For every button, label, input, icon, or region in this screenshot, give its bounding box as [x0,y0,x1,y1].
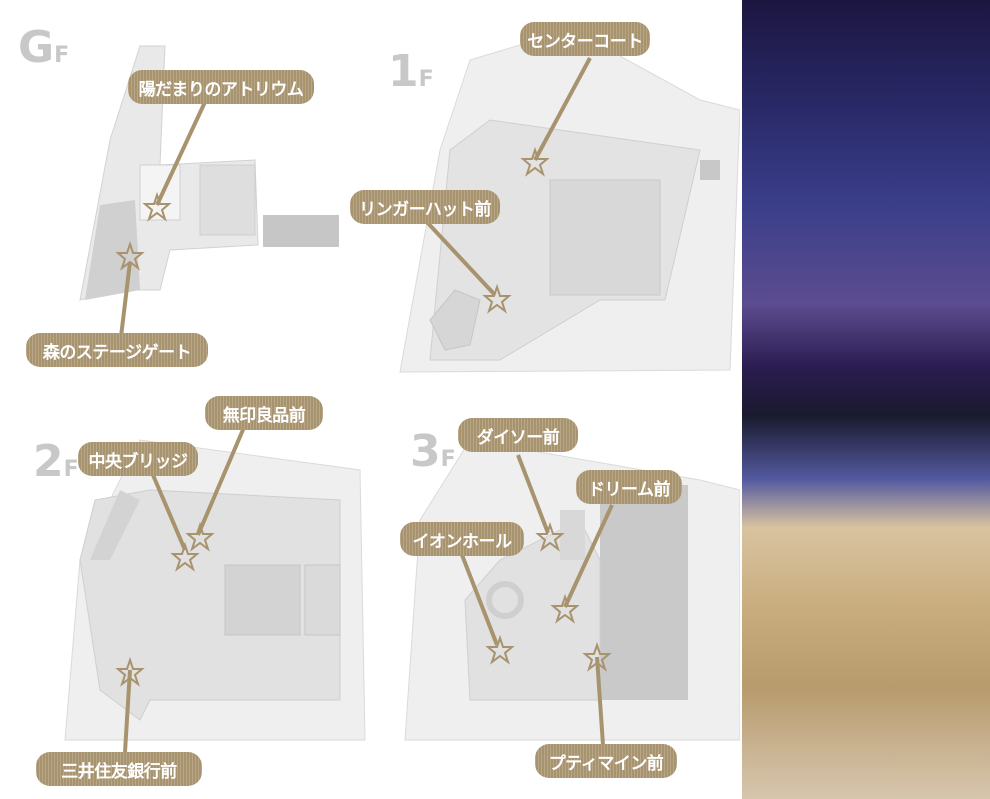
venue-photo [742,0,990,799]
floor-label-big: 1 [388,46,419,97]
star-marker [115,656,145,687]
floor-label-big: G [18,22,55,73]
floor-label-small: F [54,43,70,68]
gf-map [79,45,339,301]
star-marker [485,634,515,665]
callout-gf-atrium[interactable]: 陽だまりのアトリウム [128,70,314,104]
floor-label-small: F [418,67,434,92]
callout-1f-ringer-hut[interactable]: リンガーハット前 [350,190,500,224]
floor-label-2f: 2F [33,440,79,484]
callout-3f-aeon-hall[interactable]: イオンホール [400,522,524,556]
callout-3f-dream[interactable]: ドリーム前 [576,470,682,504]
star-marker [535,521,565,552]
stars [115,146,612,687]
floor-label-small: F [63,457,79,482]
callout-3f-daiso[interactable]: ダイソー前 [458,418,578,452]
star-marker [582,641,612,672]
floor-label-small: F [440,447,456,472]
floor-maps-panel: GF 1F 2F 3F 陽だまりのアトリウム 森のステージゲート センターコート… [18,22,740,786]
floor-label-1f: 1F [388,50,434,94]
star-marker [482,283,512,314]
floor-label-big: 2 [33,436,64,487]
1f-map [399,44,740,373]
floor-label-big: 3 [410,426,441,477]
floor-label-3f: 3F [410,430,456,474]
callout-2f-smbc[interactable]: 三井住友銀行前 [36,752,202,786]
star-marker [170,541,200,572]
star-marker [550,593,580,624]
floor-maps-drawing [64,44,740,753]
leader-lines [118,57,614,753]
2f-map [64,439,366,741]
callout-2f-muji[interactable]: 無印良品前 [205,396,323,430]
star-marker [520,146,550,177]
callout-3f-pretty-main[interactable]: プティマイン前 [535,744,677,778]
floor-label-gf: GF [18,26,69,70]
callout-2f-central-bridge[interactable]: 中央ブリッジ [78,442,198,476]
callout-1f-center-court[interactable]: センターコート [520,22,650,56]
star-marker [185,521,215,552]
callout-gf-stage-gate[interactable]: 森のステージゲート [26,333,208,367]
star-marker [115,240,145,271]
star-marker [142,191,172,222]
